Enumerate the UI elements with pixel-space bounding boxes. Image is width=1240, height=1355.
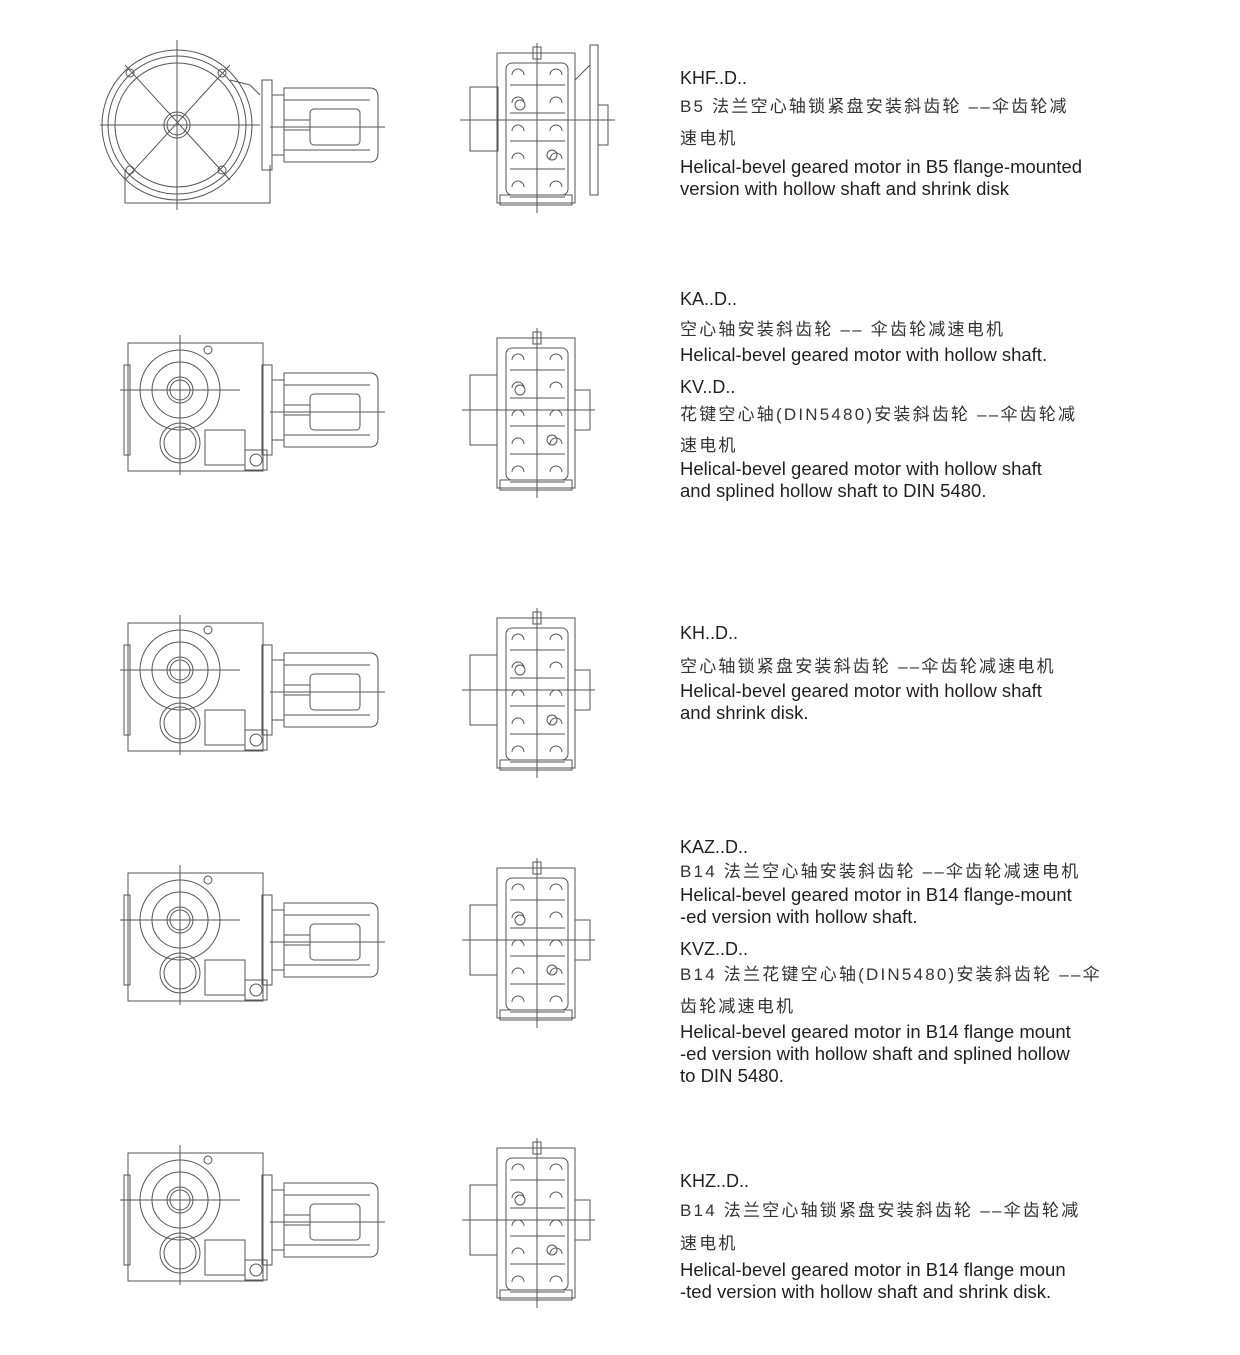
- chinese-description: 速电机: [680, 129, 738, 148]
- chinese-description: B14 法兰花键空心轴(DIN5480)安装斜齿轮 ––伞: [680, 965, 1102, 984]
- model-code: KAZ..D..: [680, 837, 749, 857]
- model-code: KHZ..D..: [680, 1171, 750, 1191]
- english-description: Helical-bevel geared motor with hollow s…: [680, 344, 1048, 365]
- side-view-drawing: [120, 1145, 385, 1285]
- chinese-description: 空心轴锁紧盘安装斜齿轮 ––伞齿轮减速电机: [680, 657, 1056, 676]
- chinese-description: B14 法兰空心轴锁紧盘安装斜齿轮 ––伞齿轮减: [680, 1201, 1081, 1220]
- front-view-drawing: [460, 43, 615, 213]
- chinese-description: 齿轮减速电机: [680, 997, 796, 1016]
- model-code: KA..D..: [680, 289, 738, 309]
- english-description: Helical-bevel geared motor in B14 flange…: [680, 884, 1072, 905]
- model-code: KVZ..D..: [680, 939, 749, 959]
- chinese-description: 空心轴安装斜齿轮 –– 伞齿轮减速电机: [680, 320, 1006, 339]
- english-description: -ted version with hollow shaft and shrin…: [680, 1281, 1052, 1302]
- chinese-description: 速电机: [680, 436, 738, 455]
- english-description: Helical-bevel geared motor with hollow s…: [680, 680, 1042, 701]
- english-description: and shrink disk.: [680, 702, 809, 723]
- english-description: Helical-bevel geared motor in B14 flange…: [680, 1259, 1066, 1280]
- front-view-drawing: [462, 1138, 595, 1308]
- front-view-drawing: [462, 608, 595, 778]
- english-description: -ed version with hollow shaft and spline…: [680, 1043, 1070, 1064]
- model-code: KHF..D..: [680, 68, 748, 88]
- english-description: and splined hollow shaft to DIN 5480.: [680, 480, 987, 501]
- english-description: version with hollow shaft and shrink dis…: [680, 178, 1010, 199]
- english-description: Helical-bevel geared motor in B5 flange-…: [680, 156, 1083, 177]
- front-view-drawing: [462, 858, 595, 1028]
- chinese-description: 花键空心轴(DIN5480)安装斜齿轮 ––伞齿轮减: [680, 405, 1078, 424]
- model-code: KH..D..: [680, 623, 739, 643]
- english-description: to DIN 5480.: [680, 1065, 784, 1086]
- model-code: KV..D..: [680, 377, 736, 397]
- side-view-drawing: [120, 865, 385, 1005]
- side-view-drawing: [100, 40, 385, 210]
- chinese-description: B14 法兰空心轴安装斜齿轮 ––伞齿轮减速电机: [680, 862, 1081, 881]
- chinese-description: 速电机: [680, 1234, 738, 1253]
- english-description: Helical-bevel geared motor with hollow s…: [680, 458, 1042, 479]
- english-description: Helical-bevel geared motor in B14 flange…: [680, 1021, 1071, 1042]
- chinese-description: B5 法兰空心轴锁紧盘安装斜齿轮 ––伞齿轮减: [680, 97, 1069, 116]
- english-description: -ed version with hollow shaft.: [680, 906, 918, 927]
- front-view-drawing: [462, 328, 595, 498]
- side-view-drawing: [120, 335, 385, 475]
- side-view-drawing: [120, 615, 385, 755]
